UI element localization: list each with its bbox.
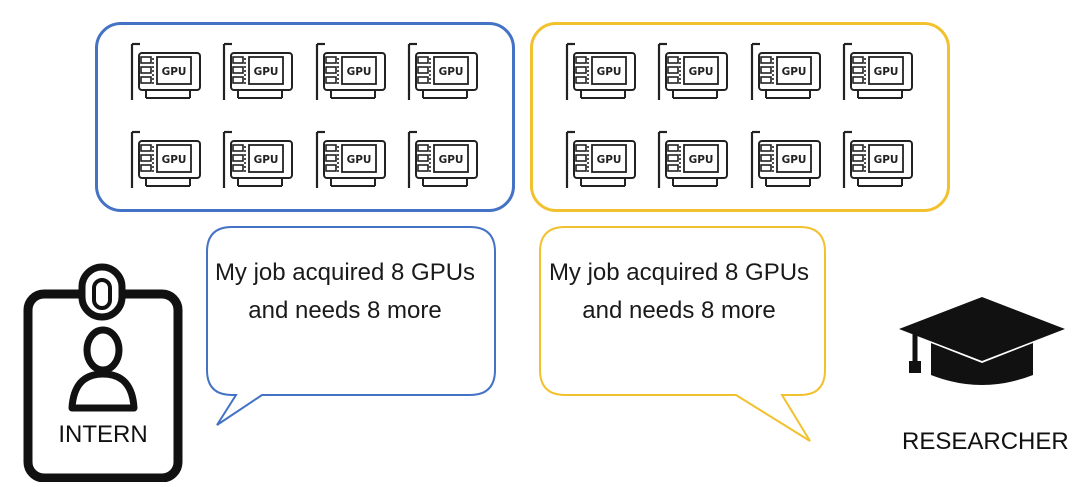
researcher-speech-bubble <box>539 226 826 442</box>
intern-gpu-cluster: GPU GPU GPU GPU GPU GPU GPU GPU <box>95 22 515 212</box>
gpu-label: GPU <box>162 66 187 78</box>
gpu-card-icon: GPU <box>748 40 826 104</box>
gpu-card-icon: GPU <box>840 128 918 192</box>
gpu-label: GPU <box>874 154 899 166</box>
gpu-card-icon: GPU <box>840 40 918 104</box>
gpu-label: GPU <box>597 154 622 166</box>
intern-label: INTERN <box>58 421 148 448</box>
gpu-label: GPU <box>347 66 372 78</box>
gpu-label: GPU <box>874 66 899 78</box>
gpu-card-icon: GPU <box>748 128 826 192</box>
gpu-card-icon: GPU <box>405 40 483 104</box>
gpu-label: GPU <box>689 66 714 78</box>
gpu-card-icon: GPU <box>128 40 206 104</box>
gpu-label: GPU <box>439 154 464 166</box>
gpu-card-icon: GPU <box>655 128 733 192</box>
researcher-label: RESEARCHER <box>902 428 1069 455</box>
gpu-card-icon: GPU <box>220 128 298 192</box>
gpu-label: GPU <box>689 154 714 166</box>
intern-message: My job acquired 8 GPUs and needs 8 more <box>214 259 476 324</box>
gpu-label: GPU <box>254 66 279 78</box>
researcher-gpu-cluster: GPU GPU GPU GPU GPU GPU GPU GPU <box>530 22 950 212</box>
gpu-label: GPU <box>162 154 187 166</box>
gpu-card-icon: GPU <box>313 128 391 192</box>
gpu-card-icon: GPU <box>563 40 641 104</box>
gpu-label: GPU <box>782 154 807 166</box>
intern-speech-bubble <box>206 226 496 426</box>
gpu-label: GPU <box>597 66 622 78</box>
gpu-label: GPU <box>439 66 464 78</box>
gpu-card-icon: GPU <box>405 128 483 192</box>
gpu-label: GPU <box>254 154 279 166</box>
researcher-message: My job acquired 8 GPUs and needs 8 more <box>548 259 810 324</box>
gpu-label: GPU <box>782 66 807 78</box>
gpu-card-icon: GPU <box>220 40 298 104</box>
id-badge-icon <box>23 263 183 482</box>
gpu-card-icon: GPU <box>563 128 641 192</box>
gpu-card-icon: GPU <box>313 40 391 104</box>
gpu-label: GPU <box>347 154 372 166</box>
graduation-cap-icon <box>899 297 1065 385</box>
gpu-card-icon: GPU <box>655 40 733 104</box>
gpu-card-icon: GPU <box>128 128 206 192</box>
